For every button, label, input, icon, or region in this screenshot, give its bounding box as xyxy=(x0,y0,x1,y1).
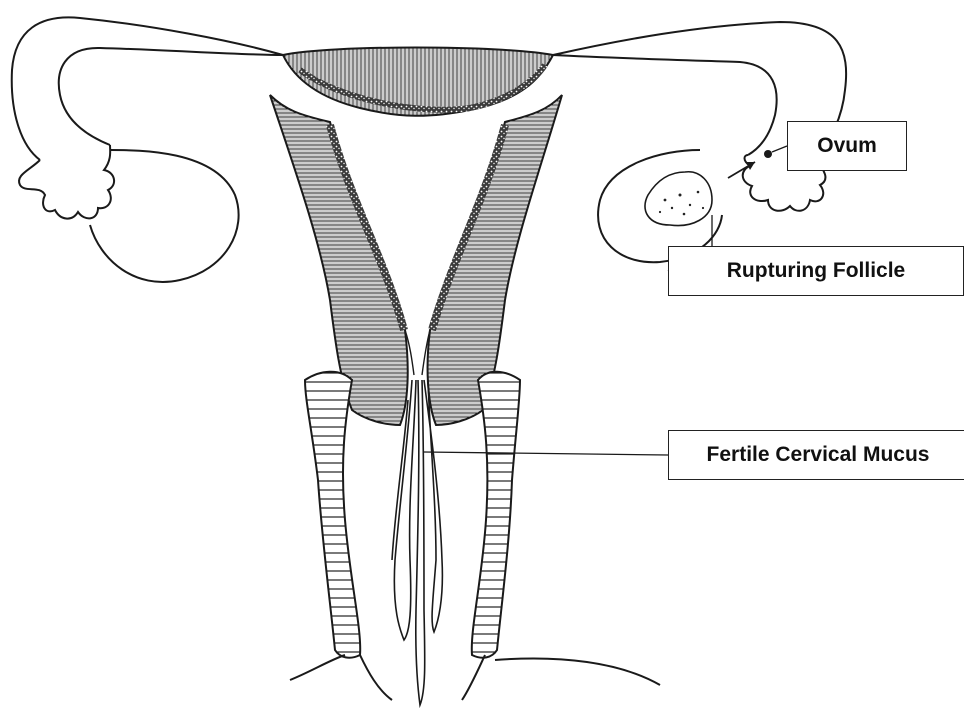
ovum-dot xyxy=(764,150,772,158)
fertile-cervical-mucus-label: Fertile Cervical Mucus xyxy=(668,430,964,480)
rupturing-follicle-shape xyxy=(645,172,712,226)
ovaries xyxy=(90,150,722,282)
left-ovary xyxy=(90,150,239,282)
vagina-right-wall xyxy=(472,372,520,658)
ovum-label: Ovum xyxy=(787,121,907,171)
vagina-left-wall xyxy=(305,372,360,658)
cervical-mucus-strands xyxy=(392,380,442,705)
rupturing-follicle-label: Rupturing Follicle xyxy=(668,246,964,296)
